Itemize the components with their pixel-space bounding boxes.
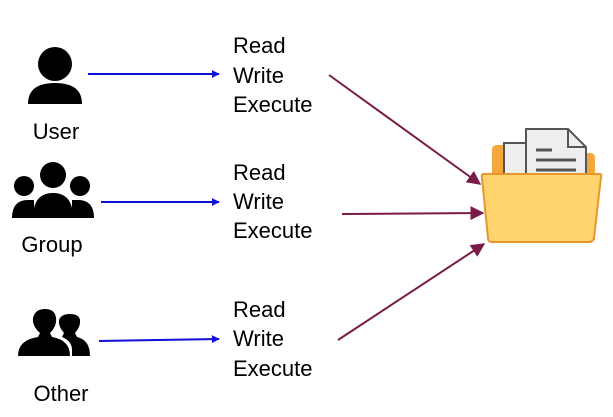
group-icon [12,162,94,218]
permission-read: Read [233,297,286,322]
entity-label-user: User [33,119,79,144]
permission-block-group: Read Write Execute [233,160,313,243]
user-icon [28,47,82,104]
entity-label-group: Group [21,232,82,257]
permission-write: Write [233,63,284,88]
permission-write: Write [233,189,284,214]
permission-execute: Execute [233,92,313,117]
arrow-group-permissions-to-folder [341,206,485,221]
arrow-other-permissions-to-folder [337,243,486,341]
permission-block-other: Read Write Execute [233,297,313,381]
permission-read: Read [233,160,286,185]
arrow-other-to-permissions [98,335,220,344]
permission-write: Write [233,326,284,351]
permission-execute: Execute [233,356,313,381]
entity-label-other: Other [33,381,88,406]
arrow-user-permissions-to-folder [328,74,482,185]
other-icon [18,309,90,356]
permission-execute: Execute [233,218,313,243]
permission-block-user: Read Write Execute [233,33,313,117]
permission-read: Read [233,33,286,58]
folder-icon [480,128,603,243]
